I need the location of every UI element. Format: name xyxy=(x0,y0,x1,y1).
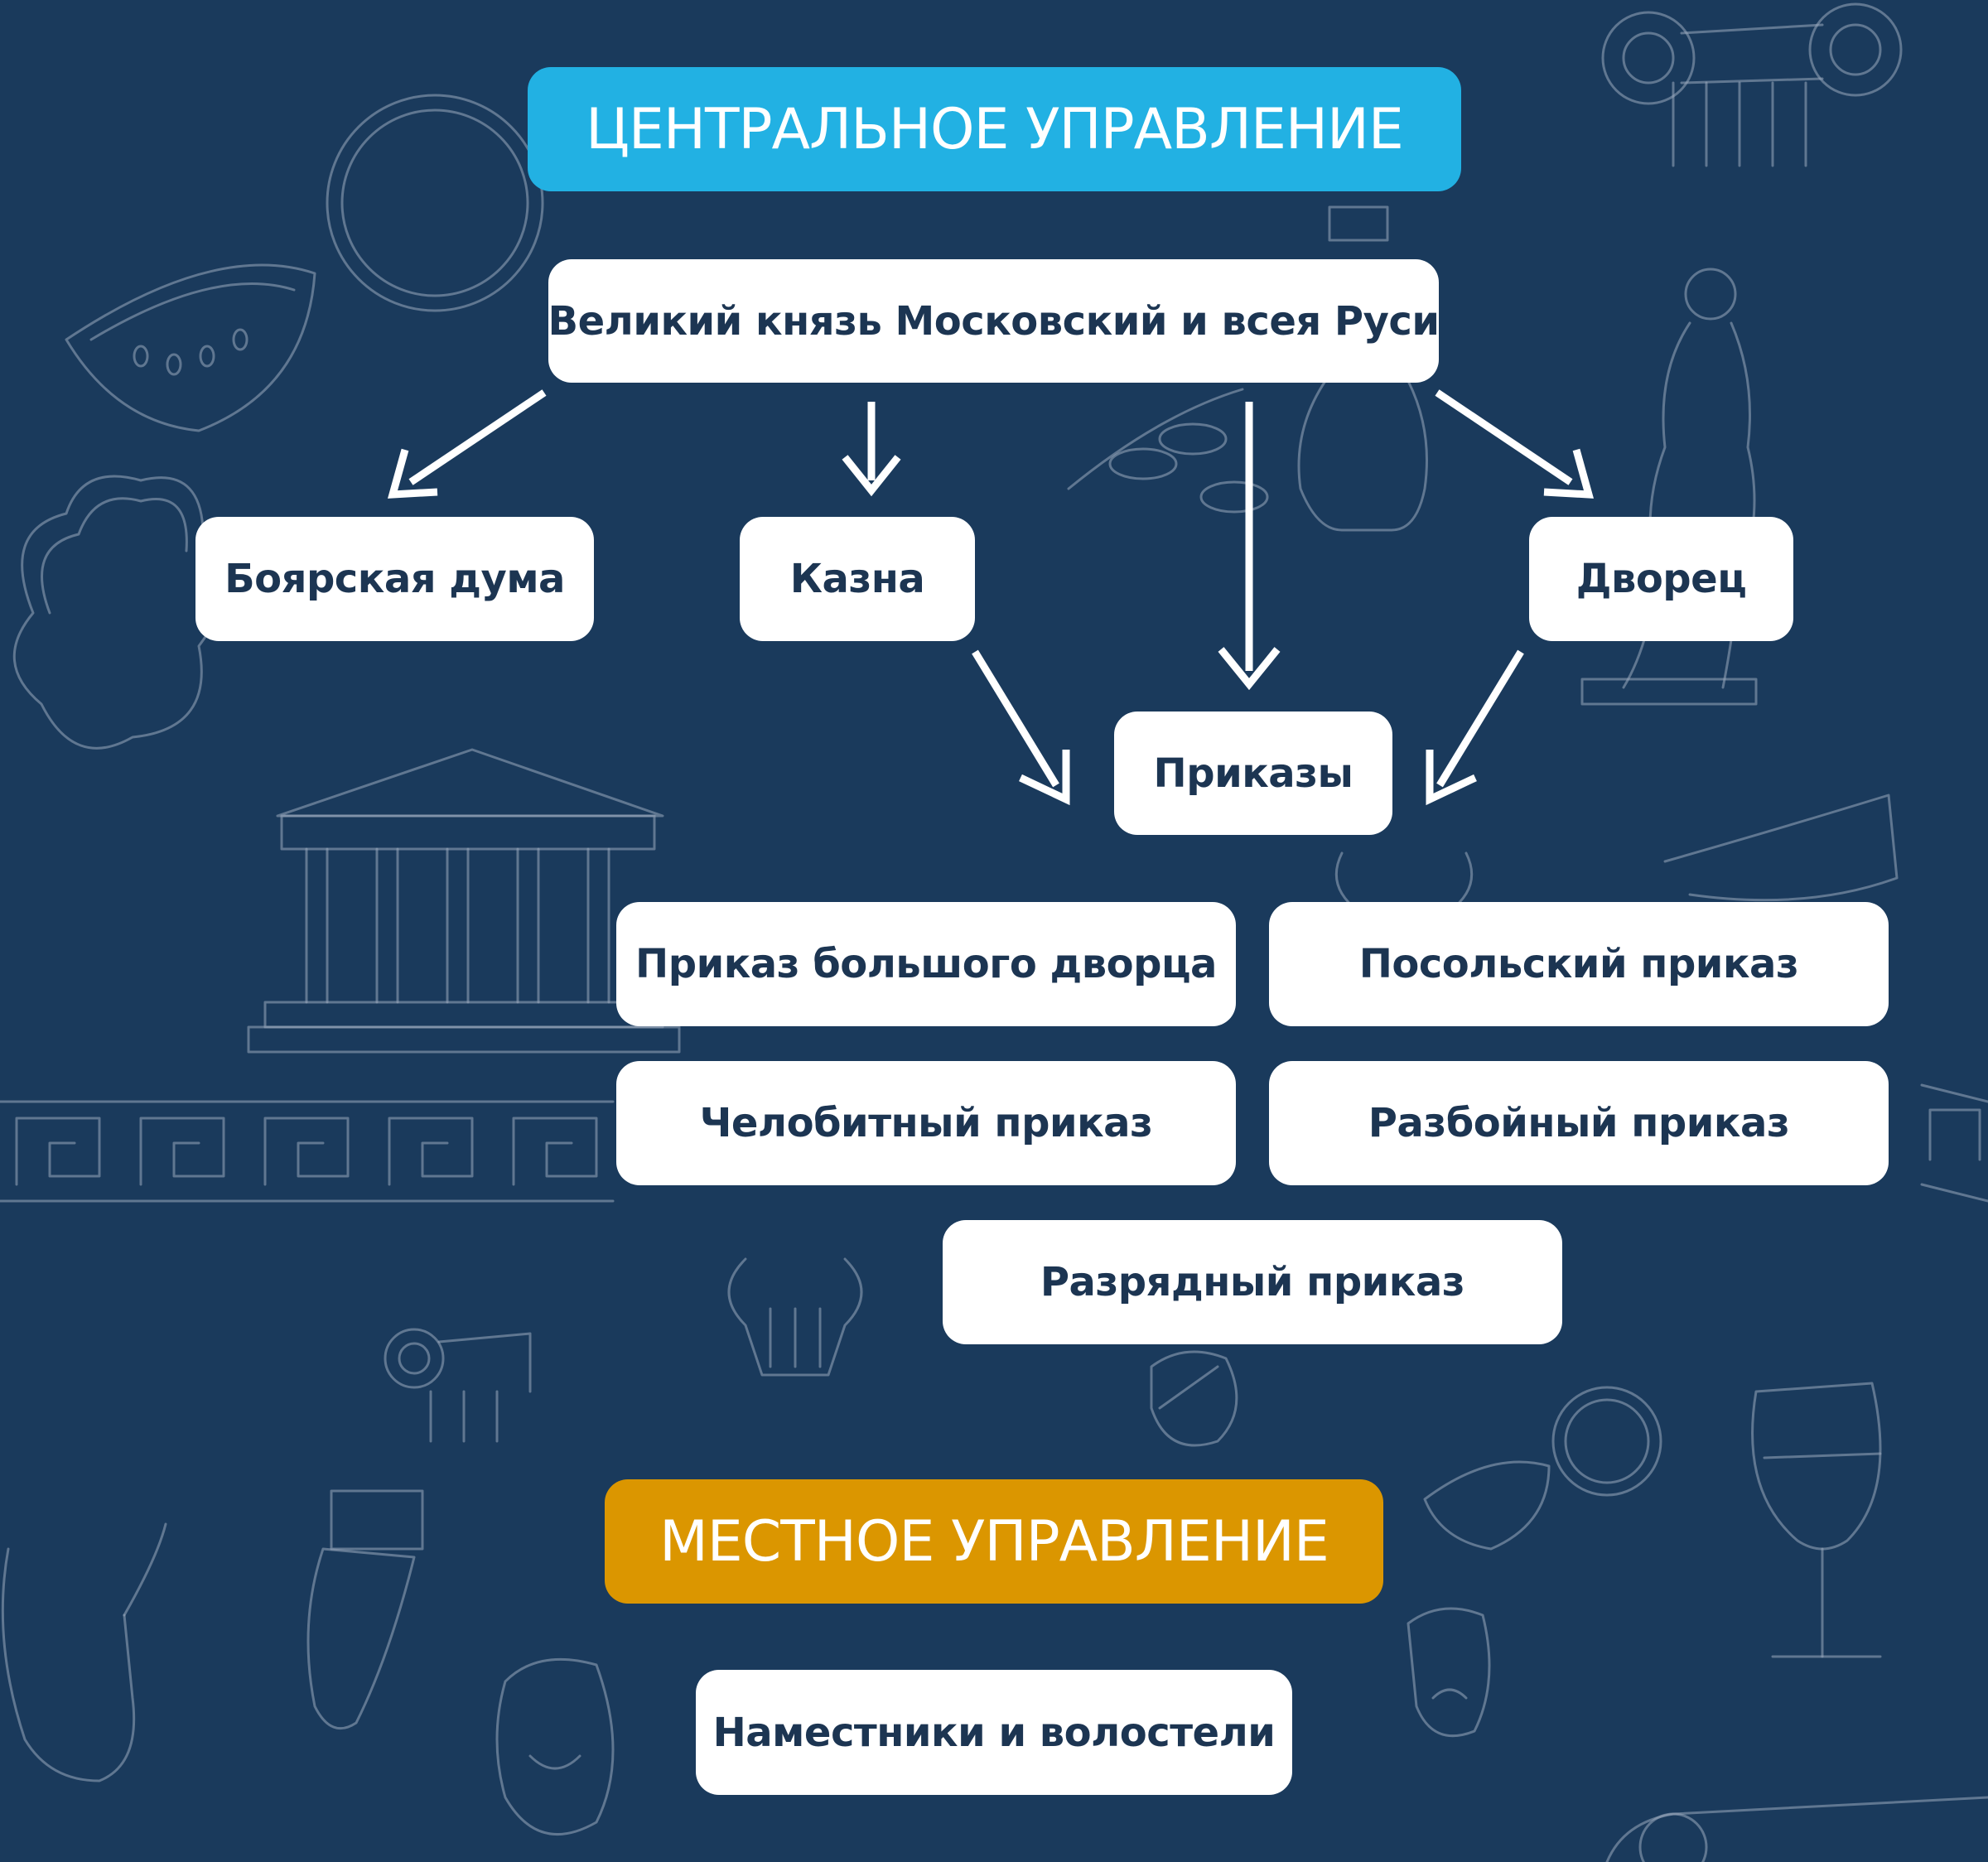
node-dvorets: Дворец xyxy=(1529,517,1793,641)
column-sketch-icon-small xyxy=(384,1328,532,1443)
node-posolsky-prikaz: Посольский приказ xyxy=(1269,902,1889,1026)
wine-glass-sketch-icon xyxy=(1751,1382,1882,1658)
node-prikaz-bolshogo-dvortsa: Приказ большого дворца xyxy=(616,902,1236,1026)
node-chelobitny-prikaz: Челобитный приказ xyxy=(616,1061,1236,1185)
local-management-banner: МЕСТНОЕ УПРАВЛЕНИЕ xyxy=(605,1479,1383,1604)
greek-key-border xyxy=(0,1083,1988,1203)
central-management-banner: ЦЕНТРАЛЬНОЕ УПРАВЛЕНИЕ xyxy=(528,67,1461,191)
arrow-to-prikazy-from-top xyxy=(1218,402,1281,691)
arrow-to-boyar-duma xyxy=(387,389,547,499)
node-grand-prince: Великий князь Московский и всея Руси xyxy=(548,259,1440,383)
column-base-sketch-icon xyxy=(1605,1796,1988,1862)
melon-sketch-icon-small xyxy=(1423,1386,1662,1551)
boat-sketch-icon xyxy=(1663,794,1899,902)
leaf-sketch-icon xyxy=(1150,1350,1238,1447)
node-prikazy: Приказы xyxy=(1114,712,1392,835)
arrow-dvorets-to-prikazy xyxy=(1426,649,1524,806)
arrow-kazna-to-prikazy xyxy=(972,649,1070,806)
arrow-to-dvorets xyxy=(1435,389,1595,499)
node-kazna: Казна xyxy=(740,517,975,641)
column-sketch-icon xyxy=(1601,2,1903,167)
node-namestniki-i-volosteli: Наместники и волостели xyxy=(696,1670,1292,1795)
node-razryadny-prikaz: Разрядный приказ xyxy=(943,1220,1562,1344)
node-razboyny-prikaz: Разбойный приказ xyxy=(1269,1061,1889,1185)
arrow-to-kazna xyxy=(842,402,901,497)
node-boyar-duma: Боярская дума xyxy=(195,517,594,641)
temple-sketch-icon xyxy=(247,748,681,1054)
olive-branch-sketch-icon xyxy=(1067,388,1269,514)
melon-sketch-icon xyxy=(65,94,544,432)
jug-sketch-icon xyxy=(1,1489,424,1782)
theatre-mask-sketch-icon xyxy=(495,1607,1491,1835)
